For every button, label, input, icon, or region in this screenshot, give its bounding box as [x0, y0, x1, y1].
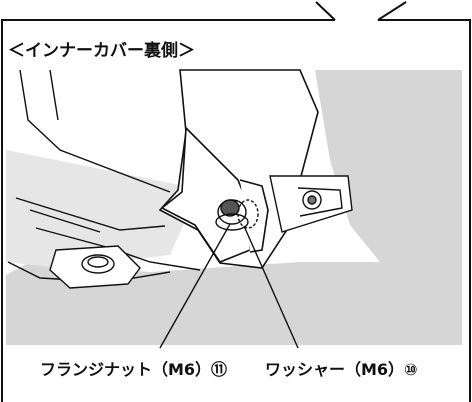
left-bracket [49, 245, 141, 289]
flange-nut-label: フランジナット（M6）⑪ [40, 360, 228, 379]
diagram-title: ＜インナーカバー裏側＞ [8, 41, 195, 61]
flange-nut-assembly [215, 199, 259, 231]
leader-lines [159, 223, 299, 349]
washer-label: ワッシャー（M6）⑩ [265, 360, 418, 379]
right-bracket [269, 175, 353, 233]
